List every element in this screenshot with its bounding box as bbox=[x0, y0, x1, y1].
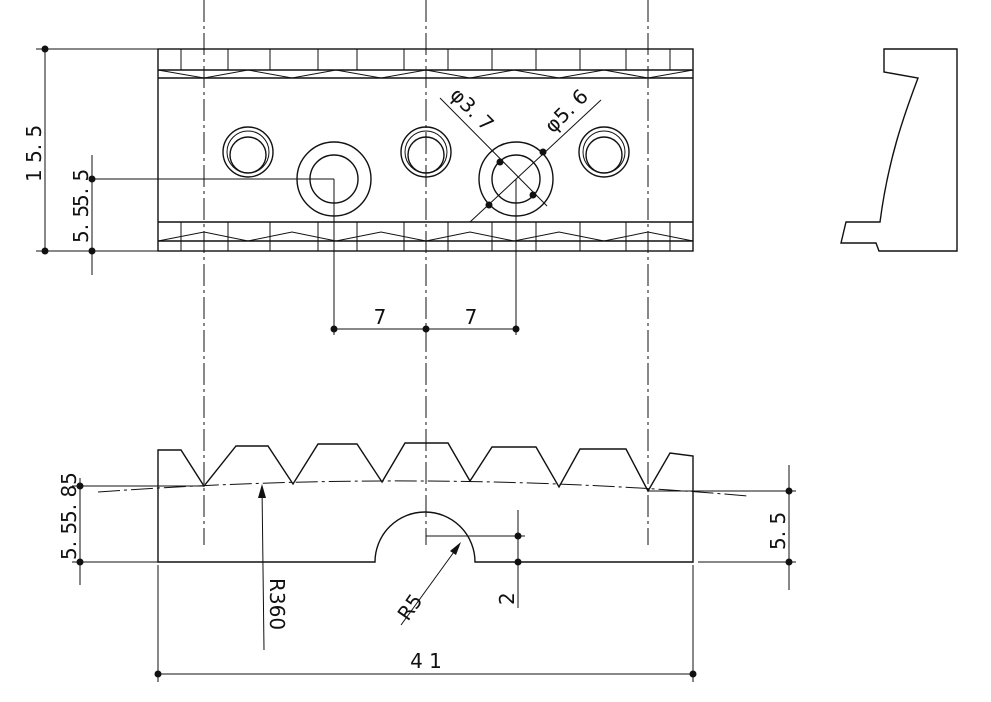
side-profile-view bbox=[840, 48, 958, 252]
front-view bbox=[97, 442, 749, 563]
height-bottom-label: 5. 5 bbox=[69, 205, 93, 243]
side-height-label: 5. 85 bbox=[57, 472, 81, 523]
spacing-dimension-lines bbox=[330, 179, 520, 335]
arc-radius-label: R360 bbox=[265, 578, 289, 630]
height-hole-label: 5. 5 bbox=[69, 169, 93, 207]
hole-large-diameter-label: φ5. 6 bbox=[540, 84, 593, 137]
small-hole-center bbox=[400, 126, 452, 178]
side-height-below-label: 5. 5 bbox=[57, 522, 81, 560]
height-total-label: 1 5. 5 bbox=[22, 125, 46, 182]
hole-small-diameter-label: φ3. 7 bbox=[445, 83, 498, 136]
length-total-label: 4 1 bbox=[410, 649, 442, 673]
right-height-label: 5. 5 bbox=[766, 512, 790, 550]
spacing-right-label: 7 bbox=[465, 305, 478, 329]
small-hole-right bbox=[578, 126, 630, 178]
relief-radius-label: R5 bbox=[392, 589, 427, 625]
diameter-leaders bbox=[439, 97, 602, 223]
height-dimension-lines bbox=[36, 45, 334, 275]
spacing-left-label: 7 bbox=[374, 305, 387, 329]
center-lines bbox=[203, 0, 649, 545]
relief-depth-label: 2 bbox=[495, 592, 519, 605]
front-dimension-lines bbox=[72, 465, 796, 682]
small-hole-left bbox=[222, 126, 274, 178]
